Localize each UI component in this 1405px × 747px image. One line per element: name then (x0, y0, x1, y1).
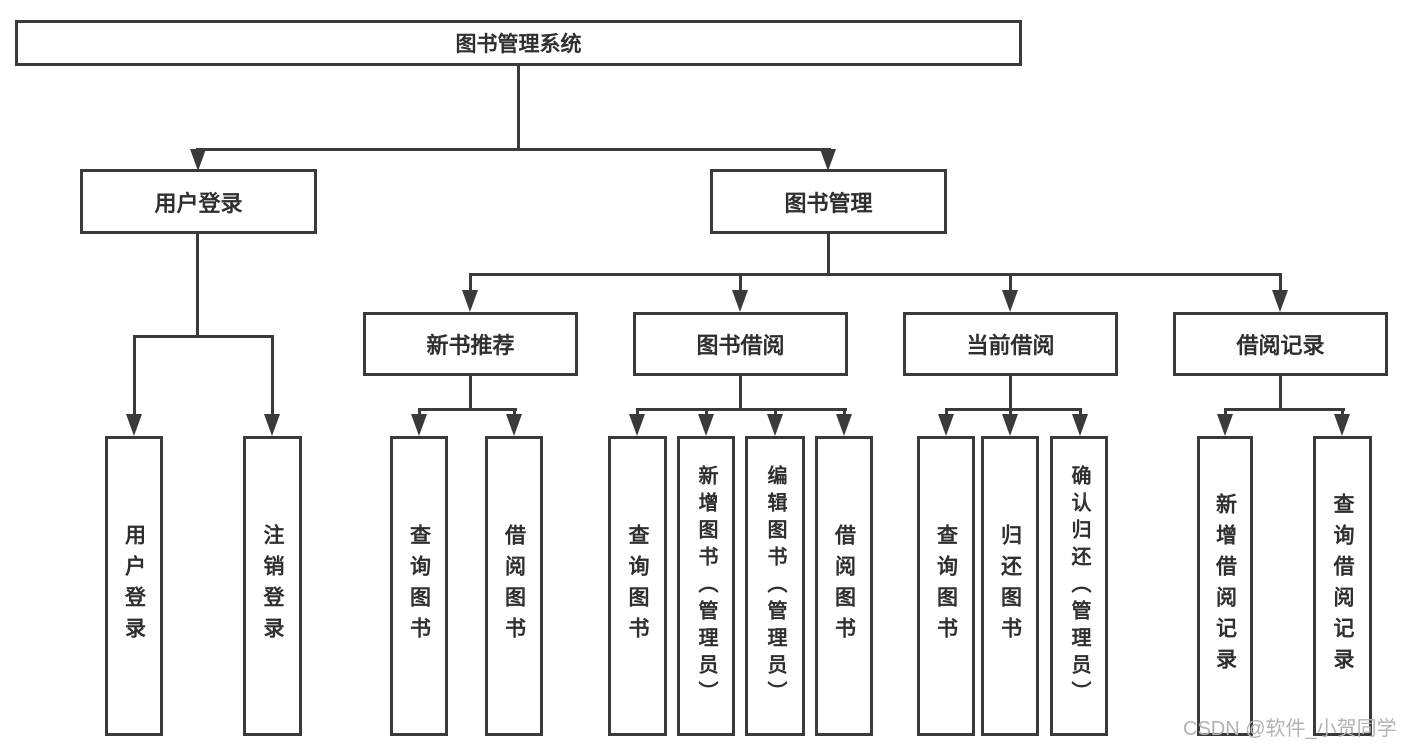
connector-stem-new-book (469, 273, 472, 293)
leaf-logout: 注销登录 (243, 436, 302, 736)
connector-leaf-stem (1341, 408, 1344, 418)
node-book-management: 图书管理 (710, 169, 947, 234)
leaf-borrow-books-borrowing: 借阅图书 (815, 436, 873, 736)
leaf-add-borrow-record: 新增借阅记录 (1197, 436, 1253, 736)
connector-bus-book-borrow (636, 408, 847, 411)
leaf-query-books-recommend: 查询图书 (390, 436, 448, 736)
connector-leaf-stem (774, 408, 777, 418)
leaf-confirm-return-admin: 确认归还（管理员） (1050, 436, 1108, 736)
arrowhead-to-user-login (190, 149, 206, 171)
leaf-label: 新增借阅记录 (1213, 493, 1237, 679)
connector-leaf-stem (636, 408, 639, 418)
csdn-watermark: CSDN @软件_小贺同学 (1183, 718, 1397, 740)
leaf-add-book-admin: 新增图书（管理员） (677, 436, 735, 736)
leaf-label: 新增图书（管理员） (695, 464, 717, 708)
node-current-borrowing: 当前借阅 (903, 312, 1118, 376)
arrowhead-to-leaf (836, 414, 852, 436)
node-new-book-recommend: 新书推荐 (363, 312, 578, 376)
connector-root-stem (517, 66, 520, 150)
leaf-label: 确认归还（管理员） (1068, 464, 1090, 708)
node-borrow-records: 借阅记录 (1173, 312, 1388, 376)
connector-leaf-stem (945, 408, 948, 418)
arrowhead-to-leaf (411, 414, 427, 436)
connector-bus-borrow-records (1224, 408, 1345, 411)
leaf-label: 借阅图书 (502, 524, 526, 648)
node-root: 图书管理系统 (15, 20, 1022, 66)
node-book-borrowing: 图书借阅 (633, 312, 848, 376)
connector-leaf-stem (1009, 408, 1012, 418)
leaf-edit-book-admin: 编辑图书（管理员） (745, 436, 805, 736)
connector-current-borrow-stem (1009, 376, 1012, 410)
arrowhead-to-current-borrow (1002, 290, 1018, 312)
leaf-label: 查询借阅记录 (1331, 493, 1354, 679)
leaf-query-books-borrowing: 查询图书 (608, 436, 667, 736)
leaf-label: 编辑图书（管理员） (764, 464, 786, 708)
connector-leaf-stem-login (133, 335, 136, 416)
leaf-label: 用户登录 (122, 524, 146, 648)
leaf-return-books: 归还图书 (981, 436, 1039, 736)
arrowhead-to-book-borrow (732, 290, 748, 312)
leaf-query-borrow-record: 查询借阅记录 (1313, 436, 1372, 736)
leaf-user-login: 用户登录 (105, 436, 163, 736)
arrowhead-to-leaf (1002, 414, 1018, 436)
node-user-login: 用户登录 (80, 169, 317, 234)
connector-leaf-stem-logout (271, 335, 274, 416)
arrowhead-to-leaf (629, 414, 645, 436)
connector-bus-current-borrow (945, 408, 1082, 411)
connector-leaf-stem (843, 408, 846, 418)
connector-leaf-stem (1224, 408, 1227, 418)
connector-user-login-stem (196, 234, 199, 338)
connector-borrow-records-stem (1279, 376, 1282, 410)
arrowhead-to-leaf (1334, 414, 1350, 436)
leaf-query-books-current: 查询图书 (917, 436, 975, 736)
leaf-label: 注销登录 (261, 524, 284, 648)
connector-book-borrow-stem (739, 376, 742, 410)
leaf-label: 归还图书 (998, 524, 1022, 648)
arrowhead-to-leaf-logout (264, 414, 280, 436)
connector-leaf-stem (1079, 408, 1082, 418)
arrowhead-to-leaf (767, 414, 783, 436)
leaf-label: 查询图书 (626, 524, 649, 648)
arrowhead-to-new-book (462, 290, 478, 312)
arrowhead-to-book-management (820, 149, 836, 171)
connector-new-book-stem (469, 376, 472, 410)
arrowhead-to-leaf (698, 414, 714, 436)
leaf-borrow-books-recommend: 借阅图书 (485, 436, 543, 736)
connector-stem-borrow-records (1279, 273, 1282, 293)
connector-book-management-stem (827, 234, 830, 276)
connector-stem-current-borrow (1009, 273, 1012, 293)
arrowhead-to-borrow-records (1272, 290, 1288, 312)
arrowhead-to-leaf (1072, 414, 1088, 436)
connector-leaf-stem (705, 408, 708, 418)
arrowhead-to-leaf-login (126, 414, 142, 436)
arrowhead-to-leaf (506, 414, 522, 436)
connector-bus-new-book (418, 408, 517, 411)
leaf-label: 借阅图书 (832, 524, 856, 648)
connector-bus-user-login (133, 335, 274, 338)
connector-stem-book-borrow (739, 273, 742, 293)
leaf-label: 查询图书 (934, 524, 958, 648)
connector-leaf-stem (513, 408, 516, 418)
arrowhead-to-leaf (938, 414, 954, 436)
arrowhead-to-leaf (1217, 414, 1233, 436)
connector-bus-level1 (196, 148, 831, 151)
leaf-label: 查询图书 (407, 524, 431, 648)
connector-bus-level2 (469, 273, 1282, 276)
connector-leaf-stem (418, 408, 421, 418)
